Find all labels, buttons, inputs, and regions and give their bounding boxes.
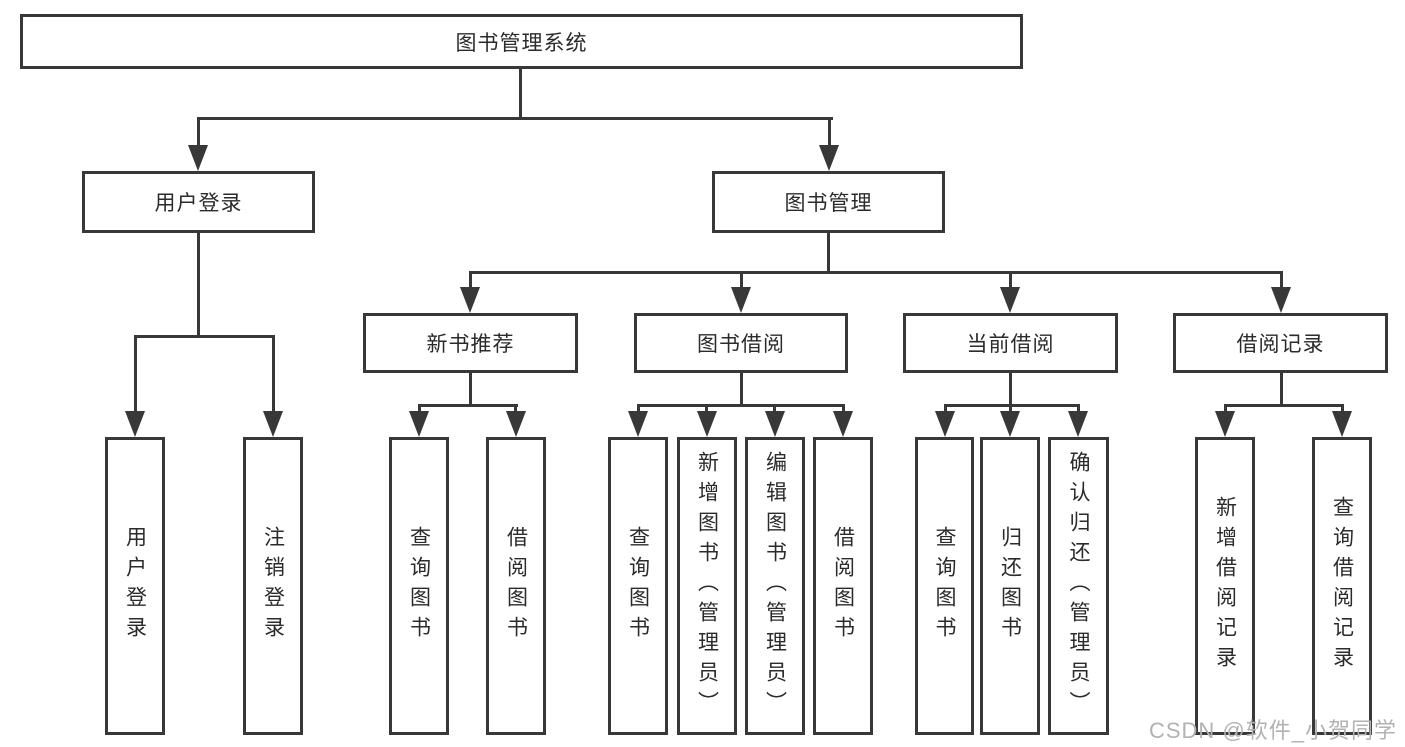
- node-book-management: 图书管理: [712, 171, 945, 233]
- node-label: 图书管理: [784, 192, 873, 215]
- arrowhead-down-icon: [409, 411, 429, 437]
- connector-line: [197, 119, 200, 149]
- arrowhead-down-icon: [697, 411, 717, 437]
- connector-line: [418, 406, 421, 415]
- leaf-label: 编辑图书（管理员）: [763, 451, 787, 721]
- leaf-label: 新增图书（管理员）: [695, 451, 719, 721]
- leaf-label: 查询图书: [407, 526, 431, 646]
- connector-line: [740, 373, 743, 406]
- connector-line: [469, 373, 472, 406]
- leaf-label: 查询借阅记录: [1330, 496, 1354, 676]
- leaf-label: 归还图书: [998, 526, 1022, 646]
- connector-line: [272, 337, 275, 414]
- arrowhead-down-icon: [819, 145, 839, 171]
- node-label: 图书借阅: [697, 333, 785, 356]
- leaf-label: 确认归还（管理员）: [1067, 451, 1090, 721]
- leaf-add-borrow-record: 新增借阅记录: [1195, 437, 1255, 735]
- leaf-query-books-borrowing: 查询图书: [608, 437, 668, 735]
- leaf-label: 注销登录: [261, 526, 285, 646]
- node-new-book-recommend: 新书推荐: [363, 313, 578, 373]
- connector-line: [773, 406, 776, 415]
- node-label: 用户登录: [154, 192, 243, 215]
- leaf-label: 借阅图书: [504, 526, 528, 646]
- arrowhead-down-icon: [1332, 411, 1352, 437]
- connector-line: [705, 406, 708, 415]
- node-book-management-system: 图书管理系统: [20, 14, 1023, 69]
- connector-line: [842, 406, 845, 415]
- connector-line: [1280, 373, 1283, 406]
- connector-line: [519, 69, 522, 119]
- leaf-return-book: 归还图书: [980, 437, 1040, 735]
- leaf-confirm-return-admin: 确认归还（管理员）: [1048, 437, 1109, 735]
- connector-line: [1224, 404, 1344, 407]
- connector-line: [418, 404, 518, 407]
- leaf-label: 查询图书: [933, 526, 956, 646]
- arrowhead-down-icon: [188, 145, 208, 171]
- connector-line: [197, 117, 833, 120]
- leaf-borrow-books: 借阅图书: [813, 437, 873, 735]
- connector-line: [944, 406, 947, 415]
- connector-line: [740, 273, 743, 290]
- arrowhead-down-icon: [1000, 287, 1020, 313]
- connector-line: [1341, 406, 1344, 415]
- arrowhead-down-icon: [460, 287, 480, 313]
- leaf-user-login: 用户登录: [105, 437, 165, 735]
- leaf-label: 用户登录: [123, 526, 147, 646]
- leaf-add-book-admin: 新增图书（管理员）: [677, 437, 737, 735]
- arrowhead-down-icon: [506, 411, 526, 437]
- arrowhead-down-icon: [263, 411, 283, 437]
- arrowhead-down-icon: [935, 411, 955, 437]
- node-label: 图书管理系统: [455, 31, 588, 55]
- connector-line: [1077, 406, 1080, 415]
- connector-line: [1009, 273, 1012, 290]
- connector-line: [469, 273, 472, 290]
- node-label: 当前借阅: [966, 333, 1055, 356]
- connector-line: [134, 337, 137, 414]
- arrowhead-down-icon: [833, 411, 853, 437]
- arrowhead-down-icon: [1068, 411, 1088, 437]
- node-borrow-records: 借阅记录: [1173, 313, 1388, 373]
- leaf-query-books-recommend: 查询图书: [389, 437, 449, 735]
- connector-line: [514, 406, 517, 415]
- connector-line: [469, 271, 1283, 274]
- arrowhead-down-icon: [1271, 287, 1291, 313]
- node-book-borrowing: 图书借阅: [634, 313, 848, 373]
- connector-line: [1280, 273, 1283, 290]
- leaf-edit-book-admin: 编辑图书（管理员）: [745, 437, 805, 735]
- node-user-login: 用户登录: [82, 171, 315, 233]
- leaf-query-books-current: 查询图书: [915, 437, 974, 735]
- connector-line: [1009, 406, 1012, 415]
- arrowhead-down-icon: [1215, 411, 1235, 437]
- leaf-borrow-books-recommend: 借阅图书: [486, 437, 546, 735]
- connector-line: [637, 406, 640, 415]
- connector-line: [134, 335, 275, 338]
- connector-line: [1224, 406, 1227, 415]
- connector-line: [828, 119, 831, 149]
- connector-line: [197, 233, 200, 337]
- leaf-query-borrow-record: 查询借阅记录: [1312, 437, 1372, 735]
- connector-line: [827, 233, 830, 273]
- node-current-borrowing: 当前借阅: [903, 313, 1118, 373]
- connector-line: [944, 404, 1080, 407]
- node-label: 新书推荐: [426, 333, 515, 356]
- leaf-label: 新增借阅记录: [1213, 496, 1237, 676]
- arrowhead-down-icon: [1000, 411, 1020, 437]
- arrowhead-down-icon: [765, 411, 785, 437]
- node-label: 借阅记录: [1236, 333, 1325, 356]
- leaf-label: 借阅图书: [831, 526, 855, 646]
- connector-line: [1009, 373, 1012, 406]
- leaf-logout: 注销登录: [243, 437, 303, 735]
- leaf-label: 查询图书: [626, 526, 650, 646]
- arrowhead-down-icon: [628, 411, 648, 437]
- arrowhead-down-icon: [731, 287, 751, 313]
- connector-line: [637, 404, 845, 407]
- arrowhead-down-icon: [125, 411, 145, 437]
